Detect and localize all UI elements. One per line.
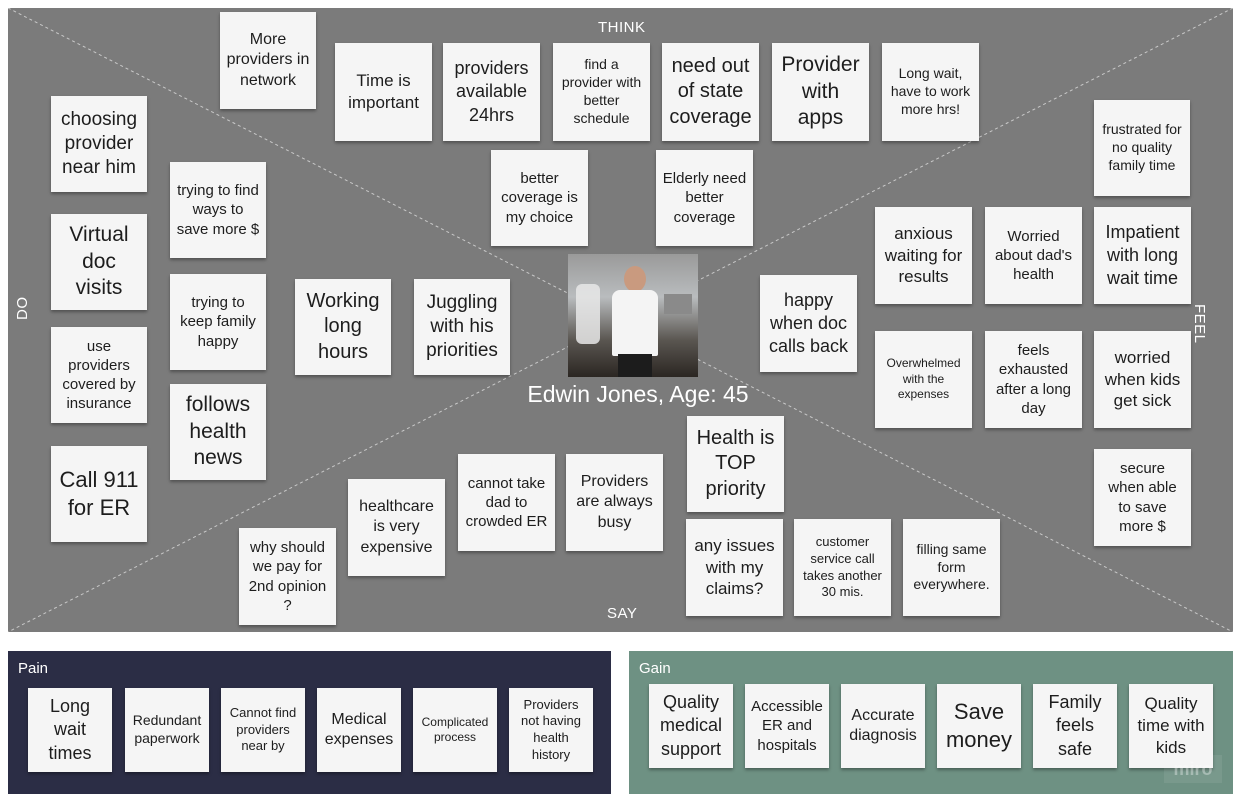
- sticky-note-feel[interactable]: worried when kids get sick: [1094, 331, 1191, 428]
- pain-note[interactable]: Cannot find providers near by: [221, 688, 305, 772]
- sticky-note-think[interactable]: providers available 24hrs: [443, 43, 540, 141]
- sticky-note-do[interactable]: follows health news: [170, 384, 266, 480]
- photo-background-kitchen: [664, 294, 692, 314]
- sticky-note-feel[interactable]: secure when able to save more $: [1094, 449, 1191, 546]
- sticky-note-think[interactable]: Long wait, have to work more hrs!: [882, 43, 979, 141]
- gain-title: Gain: [639, 660, 671, 677]
- sticky-note-think[interactable]: Time is important: [335, 43, 432, 141]
- sticky-note-feel[interactable]: anxious waiting for results: [875, 207, 972, 304]
- feel-label: FEEL: [1191, 304, 1208, 344]
- photo-person: [612, 266, 658, 377]
- sticky-note-think[interactable]: More providers in network: [220, 12, 316, 109]
- sticky-note-say[interactable]: why should we pay for 2nd opinion ?: [239, 528, 336, 625]
- sticky-note-do[interactable]: Virtual doc visits: [51, 214, 147, 310]
- sticky-note-think[interactable]: Elderly need better coverage: [656, 150, 753, 246]
- gain-note[interactable]: Save money: [937, 684, 1021, 768]
- sticky-note-think[interactable]: Provider with apps: [772, 43, 869, 141]
- sticky-note-feel[interactable]: happy when doc calls back: [760, 275, 857, 372]
- sticky-note-say[interactable]: any issues with my claims?: [686, 519, 783, 616]
- sticky-note-feel[interactable]: Impatient with long wait time: [1094, 207, 1191, 304]
- miro-watermark: miro: [1164, 755, 1222, 783]
- sticky-note-think[interactable]: find a provider with better schedule: [553, 43, 650, 141]
- gain-note[interactable]: Quality medical support: [649, 684, 733, 768]
- think-label: THINK: [598, 19, 646, 36]
- sticky-note-do[interactable]: trying to keep family happy: [170, 274, 266, 370]
- sticky-note-feel[interactable]: feels exhausted after a long day: [985, 331, 1082, 428]
- sticky-note-do[interactable]: trying to find ways to save more $: [170, 162, 266, 258]
- pain-note[interactable]: Long wait times: [28, 688, 112, 772]
- pain-note[interactable]: Medical expenses: [317, 688, 401, 772]
- pain-note[interactable]: Complicated process: [413, 688, 497, 772]
- gain-note[interactable]: Family feels safe: [1033, 684, 1117, 768]
- say-label: SAY: [607, 605, 638, 622]
- sticky-note-think[interactable]: better coverage is my choice: [491, 150, 588, 246]
- do-label: DO: [14, 296, 31, 321]
- gain-note[interactable]: Accessible ER and hospitals: [745, 684, 829, 768]
- gain-note[interactable]: Quality time with kids: [1129, 684, 1213, 768]
- pain-title: Pain: [18, 660, 49, 677]
- sticky-note-feel[interactable]: Overwhelmed with the expenses: [875, 331, 972, 428]
- sticky-note-feel[interactable]: frustrated for no quality family time: [1094, 100, 1190, 196]
- sticky-note-feel[interactable]: Worried about dad's health: [985, 207, 1082, 304]
- sticky-note-do[interactable]: choosing provider near him: [51, 96, 147, 192]
- pain-panel: Pain Long wait times Redundant paperwork…: [8, 651, 611, 794]
- sticky-note-say[interactable]: healthcare is very expensive: [348, 479, 445, 576]
- sticky-note-think[interactable]: need out of state coverage: [662, 43, 759, 141]
- empathy-map-board: THINK SAY DO FEEL More providers in netw…: [8, 8, 1233, 632]
- sticky-note-do[interactable]: Juggling with his priorities: [414, 279, 510, 375]
- gain-note[interactable]: Accurate diagnosis: [841, 684, 925, 768]
- sticky-note-do[interactable]: Working long hours: [295, 279, 391, 375]
- diagonal-line: [8, 8, 1233, 632]
- sticky-note-say[interactable]: cannot take dad to crowded ER: [458, 454, 555, 551]
- sticky-note-do[interactable]: use providers covered by insurance: [51, 327, 147, 423]
- gain-panel: Gain Quality medical support Accessible …: [629, 651, 1233, 794]
- photo-background-figure: [576, 284, 600, 344]
- persona-photo: [568, 254, 698, 377]
- quadrant-diagonals: [8, 8, 1233, 632]
- diagonal-line: [8, 8, 1233, 632]
- sticky-note-do[interactable]: Call 911 for ER: [51, 446, 147, 542]
- sticky-note-say[interactable]: Health is TOP priority: [687, 416, 784, 512]
- pain-note[interactable]: Redundant paperwork: [125, 688, 209, 772]
- sticky-note-say[interactable]: Providers are always busy: [566, 454, 663, 551]
- persona-name: Edwin Jones, Age: 45: [527, 381, 749, 407]
- pain-note[interactable]: Providers not having health history: [509, 688, 593, 772]
- sticky-note-say[interactable]: filling same form everywhere.: [903, 519, 1000, 616]
- sticky-note-say[interactable]: customer service call takes another 30 m…: [794, 519, 891, 616]
